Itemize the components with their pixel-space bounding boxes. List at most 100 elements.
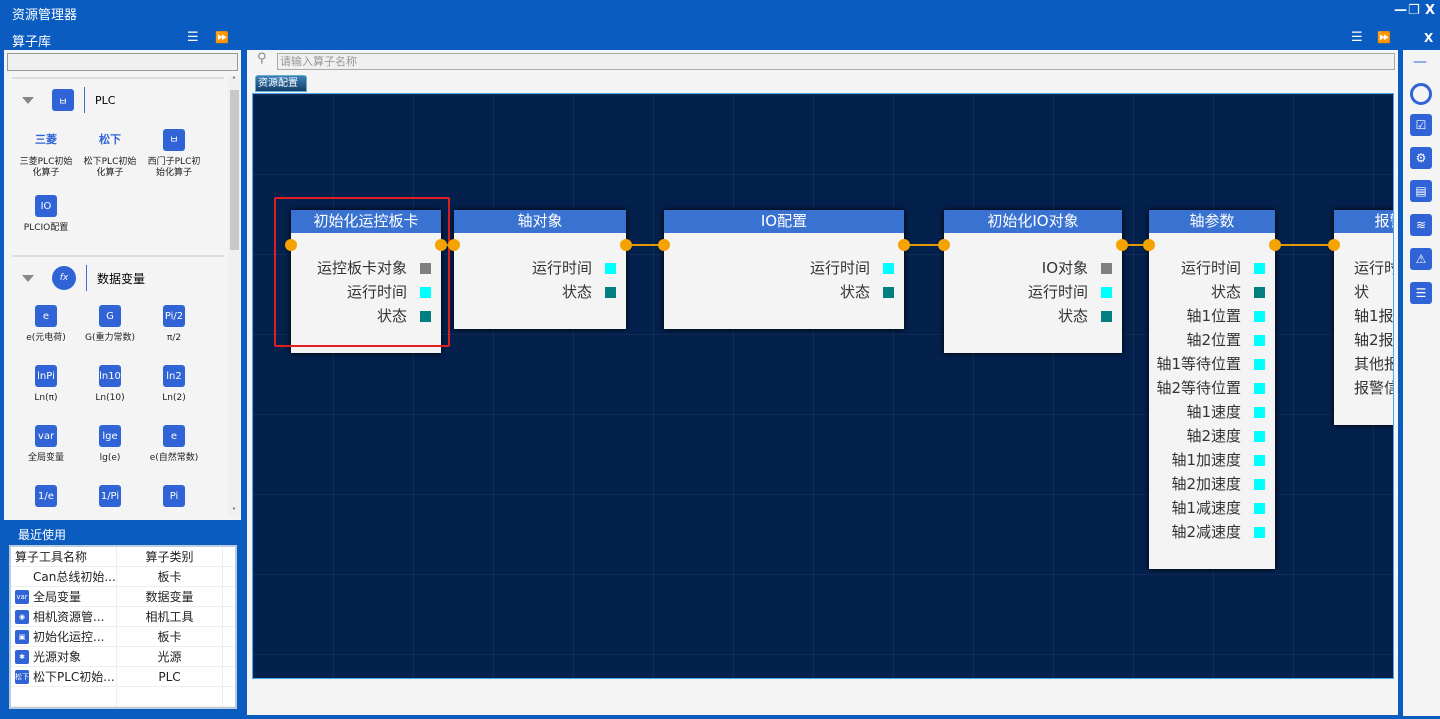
close-button[interactable]: X (1425, 3, 1436, 18)
output-port-time[interactable] (1254, 263, 1265, 274)
output-port-time[interactable] (1254, 503, 1265, 514)
operator-node[interactable]: 初始化运控板卡运控板卡对象运行时间状态 (285, 210, 447, 353)
operator-node[interactable]: 报警变运行时状轴1报轴2报其他报报警信 (1328, 210, 1394, 425)
output-flow-port[interactable] (898, 239, 910, 251)
output-port-object[interactable] (420, 263, 431, 274)
operator-category: 相机工具 (117, 607, 223, 626)
library-title: 算子库 (12, 35, 52, 50)
scroll-up-icon[interactable]: ˄ (232, 76, 236, 85)
expand-icon[interactable]: ⏩ (215, 31, 229, 44)
warning-icon[interactable]: ⚠ (1410, 248, 1432, 270)
node-output-label: 轴2报 (1354, 331, 1394, 349)
input-flow-port[interactable] (448, 239, 460, 251)
item-mitsubishi-plc[interactable]: 三菱三菱PLC初始化算子 (16, 129, 76, 179)
input-flow-port[interactable] (1328, 239, 1340, 251)
scroll-thumb[interactable] (230, 90, 239, 250)
output-port-time[interactable] (1254, 455, 1265, 466)
operator-name: 相机资源管... (33, 610, 105, 624)
collapse-arrow-icon[interactable] (22, 96, 34, 104)
collapse-icon[interactable]: — (1413, 54, 1427, 70)
group-label: PLC (95, 93, 116, 107)
output-port-time[interactable] (1254, 479, 1265, 490)
expand-icon[interactable]: ⏩ (1377, 31, 1391, 44)
connection-wire[interactable] (904, 244, 944, 246)
output-port-time[interactable] (883, 263, 894, 274)
output-port-time[interactable] (1254, 359, 1265, 370)
operator-node[interactable]: 轴参数运行时间状态轴1位置轴2位置轴1等待位置轴2等待位置轴1速度轴2速度轴1加… (1143, 210, 1281, 569)
output-port-time[interactable] (1254, 383, 1265, 394)
input-flow-port[interactable] (1143, 239, 1155, 251)
connection-wire[interactable] (1275, 244, 1334, 246)
operator-search-input[interactable]: 请输入算子名称 (277, 53, 1395, 70)
tab-resource-config[interactable]: 资源配置 (255, 75, 307, 92)
minimize-button[interactable]: — (1394, 3, 1407, 18)
output-port-status[interactable] (1101, 311, 1112, 322)
output-port-object[interactable] (1101, 263, 1112, 274)
input-flow-port[interactable] (938, 239, 950, 251)
restore-button[interactable]: ❐ (1408, 3, 1420, 18)
output-flow-port[interactable] (1116, 239, 1128, 251)
library-header: 算子库 ☰ ⏩ (0, 28, 243, 50)
collapse-arrow-icon[interactable] (22, 274, 34, 282)
table-row[interactable]: ◉相机资源管...相机工具 (11, 607, 235, 627)
list-settings-icon[interactable]: ⚙ (1410, 147, 1432, 169)
item-data-variable[interactable]: 1/e (16, 485, 76, 513)
group-header-plc[interactable]: ㅂ PLC (22, 87, 115, 113)
panel-close-button[interactable]: X (1424, 31, 1434, 45)
output-port-time[interactable] (420, 287, 431, 298)
menu-icon[interactable]: ☰ (187, 30, 199, 45)
output-port-status[interactable] (883, 287, 894, 298)
group-header-data-variables[interactable]: fx 数据变量 (22, 265, 145, 291)
layout-icon[interactable]: ▤ (1410, 180, 1432, 202)
output-port-time[interactable] (1254, 407, 1265, 418)
output-port-time[interactable] (605, 263, 616, 274)
operator-node[interactable]: 轴对象运行时间状态 (448, 210, 632, 329)
output-port-time[interactable] (1254, 311, 1265, 322)
table-row[interactable]: 松下松下PLC初始...PLC (11, 667, 235, 687)
output-flow-port[interactable] (620, 239, 632, 251)
output-flow-port[interactable] (1269, 239, 1281, 251)
flow-canvas[interactable]: 初始化运控板卡运控板卡对象运行时间状态 轴对象运行时间状态 IO配置运行时间状态… (252, 93, 1394, 679)
library-scrollbar[interactable]: ˄˅ (228, 76, 240, 516)
library-search-input[interactable] (7, 53, 238, 71)
output-port-status[interactable] (420, 311, 431, 322)
item-data-variable[interactable]: 1/Pi (80, 485, 140, 513)
output-port-status[interactable] (1254, 287, 1265, 298)
item-panasonic-plc[interactable]: 松下松下PLC初始化算子 (80, 129, 140, 179)
menu-icon[interactable]: ☰ (1351, 30, 1363, 45)
connection-wire[interactable] (626, 244, 664, 246)
input-flow-port[interactable] (285, 239, 297, 251)
layers-icon[interactable]: ≋ (1410, 214, 1432, 236)
table-row[interactable]: ▣初始化运控...板卡 (11, 627, 235, 647)
output-port-time[interactable] (1254, 431, 1265, 442)
output-port-time[interactable] (1254, 527, 1265, 538)
output-port-time[interactable] (1254, 335, 1265, 346)
connection-wire[interactable] (1122, 244, 1149, 246)
output-port-time[interactable] (1101, 287, 1112, 298)
connection-wire[interactable] (441, 244, 454, 246)
flow-icon[interactable]: ☰ (1410, 282, 1432, 304)
scroll-down-icon[interactable]: ˅ (232, 507, 236, 516)
checklist-icon[interactable]: ☑ (1410, 114, 1432, 136)
output-flow-port[interactable] (435, 239, 447, 251)
input-flow-port[interactable] (658, 239, 670, 251)
table-row[interactable]: Can总线初始...板卡 (11, 567, 235, 587)
item-data-variable[interactable]: Pi (144, 485, 204, 513)
output-port-status[interactable] (605, 287, 616, 298)
operator-node[interactable]: IO配置运行时间状态 (658, 210, 910, 329)
node-graph-icon[interactable] (1410, 83, 1432, 105)
table-row[interactable]: ✱光源对象光源 (11, 647, 235, 667)
